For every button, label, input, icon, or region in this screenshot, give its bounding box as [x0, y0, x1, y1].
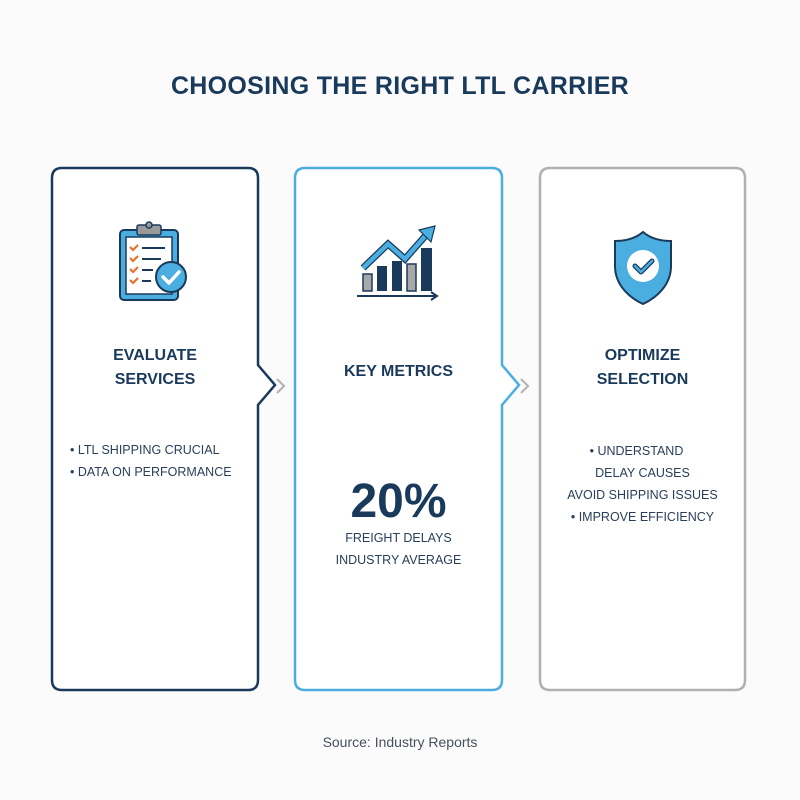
stat-label: FREIGHT DELAYS: [345, 531, 452, 545]
stat-sublabel: INDUSTRY AVERAGE: [335, 553, 462, 567]
bullet-list: • LTL SHIPPING CRUCIAL • DATA ON PERFORM…: [52, 439, 276, 483]
shield-check-icon: [540, 230, 745, 306]
page-title: CHOOSING THE RIGHT LTL CARRIER: [170, 72, 630, 100]
list-item: • IMPROVE EFFICIENCY: [570, 510, 715, 524]
chevron-right-icon: [276, 378, 286, 394]
bullet-list: • UNDERSTAND DELAY CAUSES AVOID SHIPPING…: [540, 440, 745, 528]
bar-chart-trend-up-icon: [295, 224, 502, 302]
card-heading: KEY METRICS: [343, 363, 454, 380]
chevron-right-icon: [520, 378, 530, 394]
source-note: Source: Industry Reports: [322, 734, 478, 750]
list-item: • UNDERSTAND: [589, 444, 684, 458]
card-key-metrics: KEY METRICS 20% FREIGHT DELAYS INDUSTRY …: [295, 168, 502, 690]
card-evaluate-services: EVALUATE SERVICES • LTL SHIPPING CRUCIAL…: [52, 168, 258, 690]
list-item: AVOID SHIPPING ISSUES: [567, 488, 718, 502]
card-optimize-selection: OPTIMIZE SELECTION • UNDERSTAND DELAY CA…: [540, 168, 745, 690]
card-heading: EVALUATE SERVICES: [113, 347, 197, 388]
list-item: • LTL SHIPPING CRUCIAL: [70, 443, 220, 457]
stat-value: 20%: [350, 475, 447, 528]
card-heading: OPTIMIZE SELECTION: [596, 347, 689, 388]
list-item: • DATA ON PERFORMANCE: [70, 465, 232, 479]
list-item: DELAY CAUSES: [595, 466, 690, 480]
clipboard-checklist-icon: [52, 220, 258, 306]
